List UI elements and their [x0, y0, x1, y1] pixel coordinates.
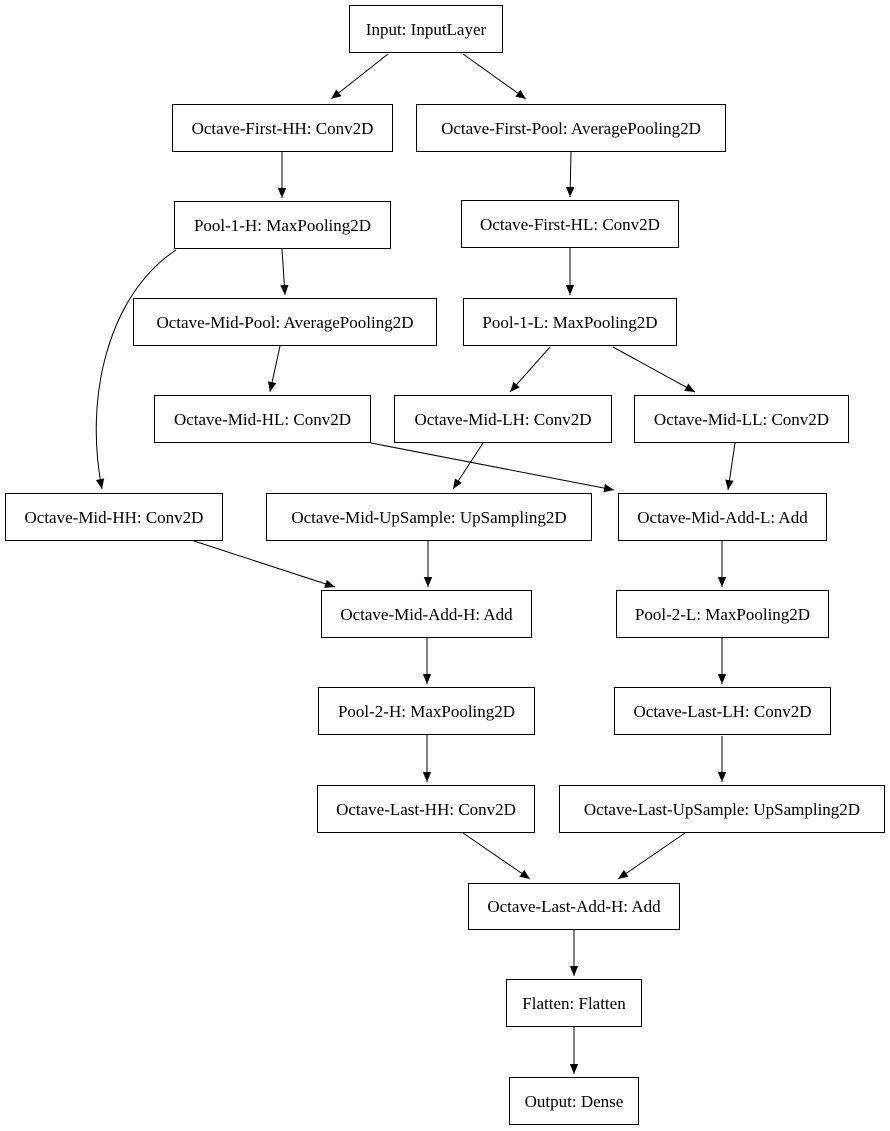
edge-input-to-octave-first-hh [330, 53, 389, 100]
node-output: Output: Dense [509, 1077, 639, 1125]
edge-octave-mid-ll-to-octave-mid-add-l [725, 442, 736, 491]
node-input: Input: InputLayer [349, 5, 503, 53]
node-octave-mid-lh: Octave-Mid-LH: Conv2D [394, 395, 612, 443]
edge-octave-last-upsample-to-octave-last-add-h [617, 832, 686, 880]
edge-pool-1-l-to-octave-mid-ll [612, 346, 696, 393]
node-octave-last-add-h: Octave-Last-Add-H: Add [468, 883, 680, 930]
node-pool-2-h: Pool-2-H: MaxPooling2D [318, 687, 535, 735]
edge-octave-mid-lh-to-octave-mid-upsample [452, 442, 484, 490]
node-octave-first-hl: Octave-First-HL: Conv2D [461, 200, 679, 248]
node-octave-mid-hh: Octave-Mid-HH: Conv2D [5, 493, 223, 541]
edge-pool-1-h-to-octave-mid-hh [95, 249, 177, 490]
node-flatten: Flatten: Flatten [506, 979, 642, 1027]
node-octave-mid-pool: Octave-Mid-Pool: AveragePooling2D [133, 298, 437, 346]
edge-octave-last-hh-to-octave-last-add-h [462, 832, 531, 880]
node-pool-2-l: Pool-2-L: MaxPooling2D [616, 590, 829, 638]
node-octave-mid-ll: Octave-Mid-LL: Conv2D [634, 395, 849, 443]
edge-octave-first-pool-to-octave-first-hl [566, 151, 575, 198]
node-octave-mid-hl: Octave-Mid-HL: Conv2D [154, 395, 371, 443]
node-octave-first-hh: Octave-First-HH: Conv2D [172, 104, 393, 152]
edge-pool-1-h-to-octave-mid-pool [280, 248, 289, 296]
node-octave-last-upsample: Octave-Last-UpSample: UpSampling2D [559, 785, 885, 833]
node-octave-mid-upsample: Octave-Mid-UpSample: UpSampling2D [266, 493, 592, 541]
node-octave-mid-add-l: Octave-Mid-Add-L: Add [618, 493, 827, 541]
node-octave-mid-add-h: Octave-Mid-Add-H: Add [321, 590, 532, 638]
node-octave-last-lh: Octave-Last-LH: Conv2D [614, 687, 831, 735]
node-pool-1-h: Pool-1-H: MaxPooling2D [174, 201, 391, 249]
edge-octave-mid-pool-to-octave-mid-hl [268, 345, 281, 393]
node-pool-1-l: Pool-1-L: MaxPooling2D [463, 298, 677, 346]
edge-input-to-octave-first-pool [462, 53, 527, 100]
edge-pool-1-l-to-octave-mid-lh [509, 346, 551, 393]
node-octave-last-hh: Octave-Last-HH: Conv2D [317, 785, 535, 833]
node-octave-first-pool: Octave-First-Pool: AveragePooling2D [416, 104, 726, 152]
edge-octave-mid-hl-to-octave-mid-add-l [370, 442, 615, 493]
edge-octave-mid-hh-to-octave-mid-add-h [193, 540, 336, 588]
